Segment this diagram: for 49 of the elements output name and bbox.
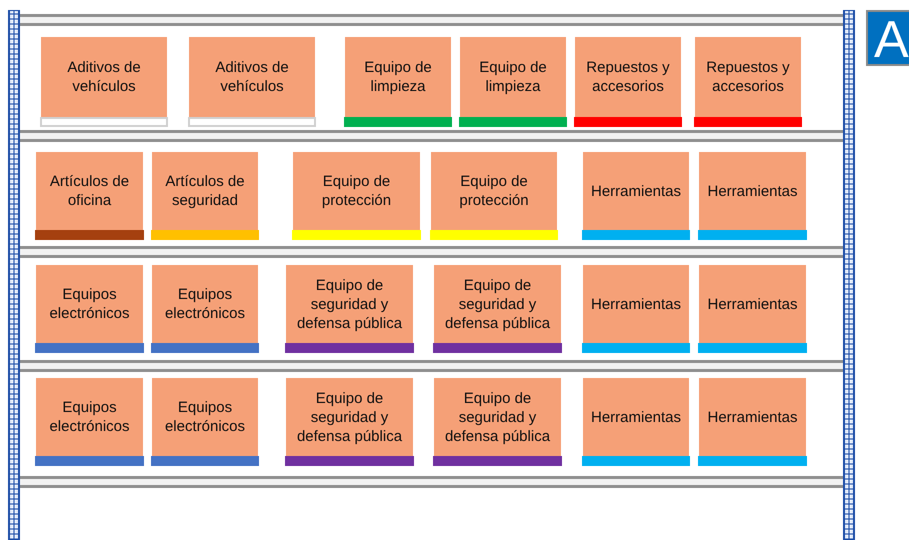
box-label: Artículos de seguridad xyxy=(164,172,246,210)
product-box xyxy=(286,265,413,343)
box-label: Aditivos de vehículos xyxy=(66,58,142,96)
box-label: Equipo de limpieza xyxy=(363,58,433,96)
box-label: Herramientas xyxy=(590,182,682,200)
product-box xyxy=(36,265,143,343)
product-box xyxy=(152,152,258,230)
product-box xyxy=(41,37,167,117)
box-label: Equipo de protección xyxy=(458,172,530,210)
box-label: Artículos de oficina xyxy=(48,172,130,210)
product-box xyxy=(583,378,689,456)
product-box xyxy=(345,37,451,117)
box-label: Equipo de protección xyxy=(320,172,392,210)
product-box xyxy=(434,378,561,456)
box-label: Equipo de limpieza xyxy=(478,58,548,96)
box-label: Aditivos de vehículos xyxy=(214,58,290,96)
box-label: Equipos electrónicos xyxy=(164,285,246,323)
box-label: Herramientas xyxy=(590,294,682,314)
box-label: Equipo de seguridad y defensa pública xyxy=(296,276,404,332)
product-box xyxy=(583,265,689,343)
product-box xyxy=(583,152,689,230)
box-label: Herramientas xyxy=(590,408,682,426)
product-box xyxy=(286,378,413,456)
product-box xyxy=(699,152,806,230)
product-box xyxy=(36,152,143,230)
box-label: Equipos electrónicos xyxy=(164,398,246,436)
box-label: Herramientas xyxy=(706,408,799,426)
product-box xyxy=(152,265,258,343)
box-label: Herramientas xyxy=(706,294,799,314)
product-box xyxy=(460,37,566,117)
box-label: Equipos electrónicos xyxy=(48,398,131,436)
product-box xyxy=(189,37,315,117)
box-label: Herramientas xyxy=(706,182,799,200)
product-box xyxy=(434,265,561,343)
product-box xyxy=(293,152,420,230)
product-box xyxy=(431,152,557,230)
box-label: Equipo de seguridad y defensa pública xyxy=(296,388,404,446)
product-box xyxy=(36,378,143,456)
box-label: Repuestos y accesorios xyxy=(705,58,791,96)
box-label: Equipos electrónicos xyxy=(48,285,131,323)
product-box xyxy=(152,378,258,456)
section-letter: A xyxy=(866,10,909,66)
product-box xyxy=(699,265,806,343)
box-label: Equipo de seguridad y defensa pública xyxy=(444,276,552,332)
product-box xyxy=(695,37,801,117)
product-box xyxy=(575,37,681,117)
box-label: Equipo de seguridad y defensa pública xyxy=(444,388,552,446)
box-label: Repuestos y accesorios xyxy=(585,58,671,96)
product-box xyxy=(699,378,806,456)
